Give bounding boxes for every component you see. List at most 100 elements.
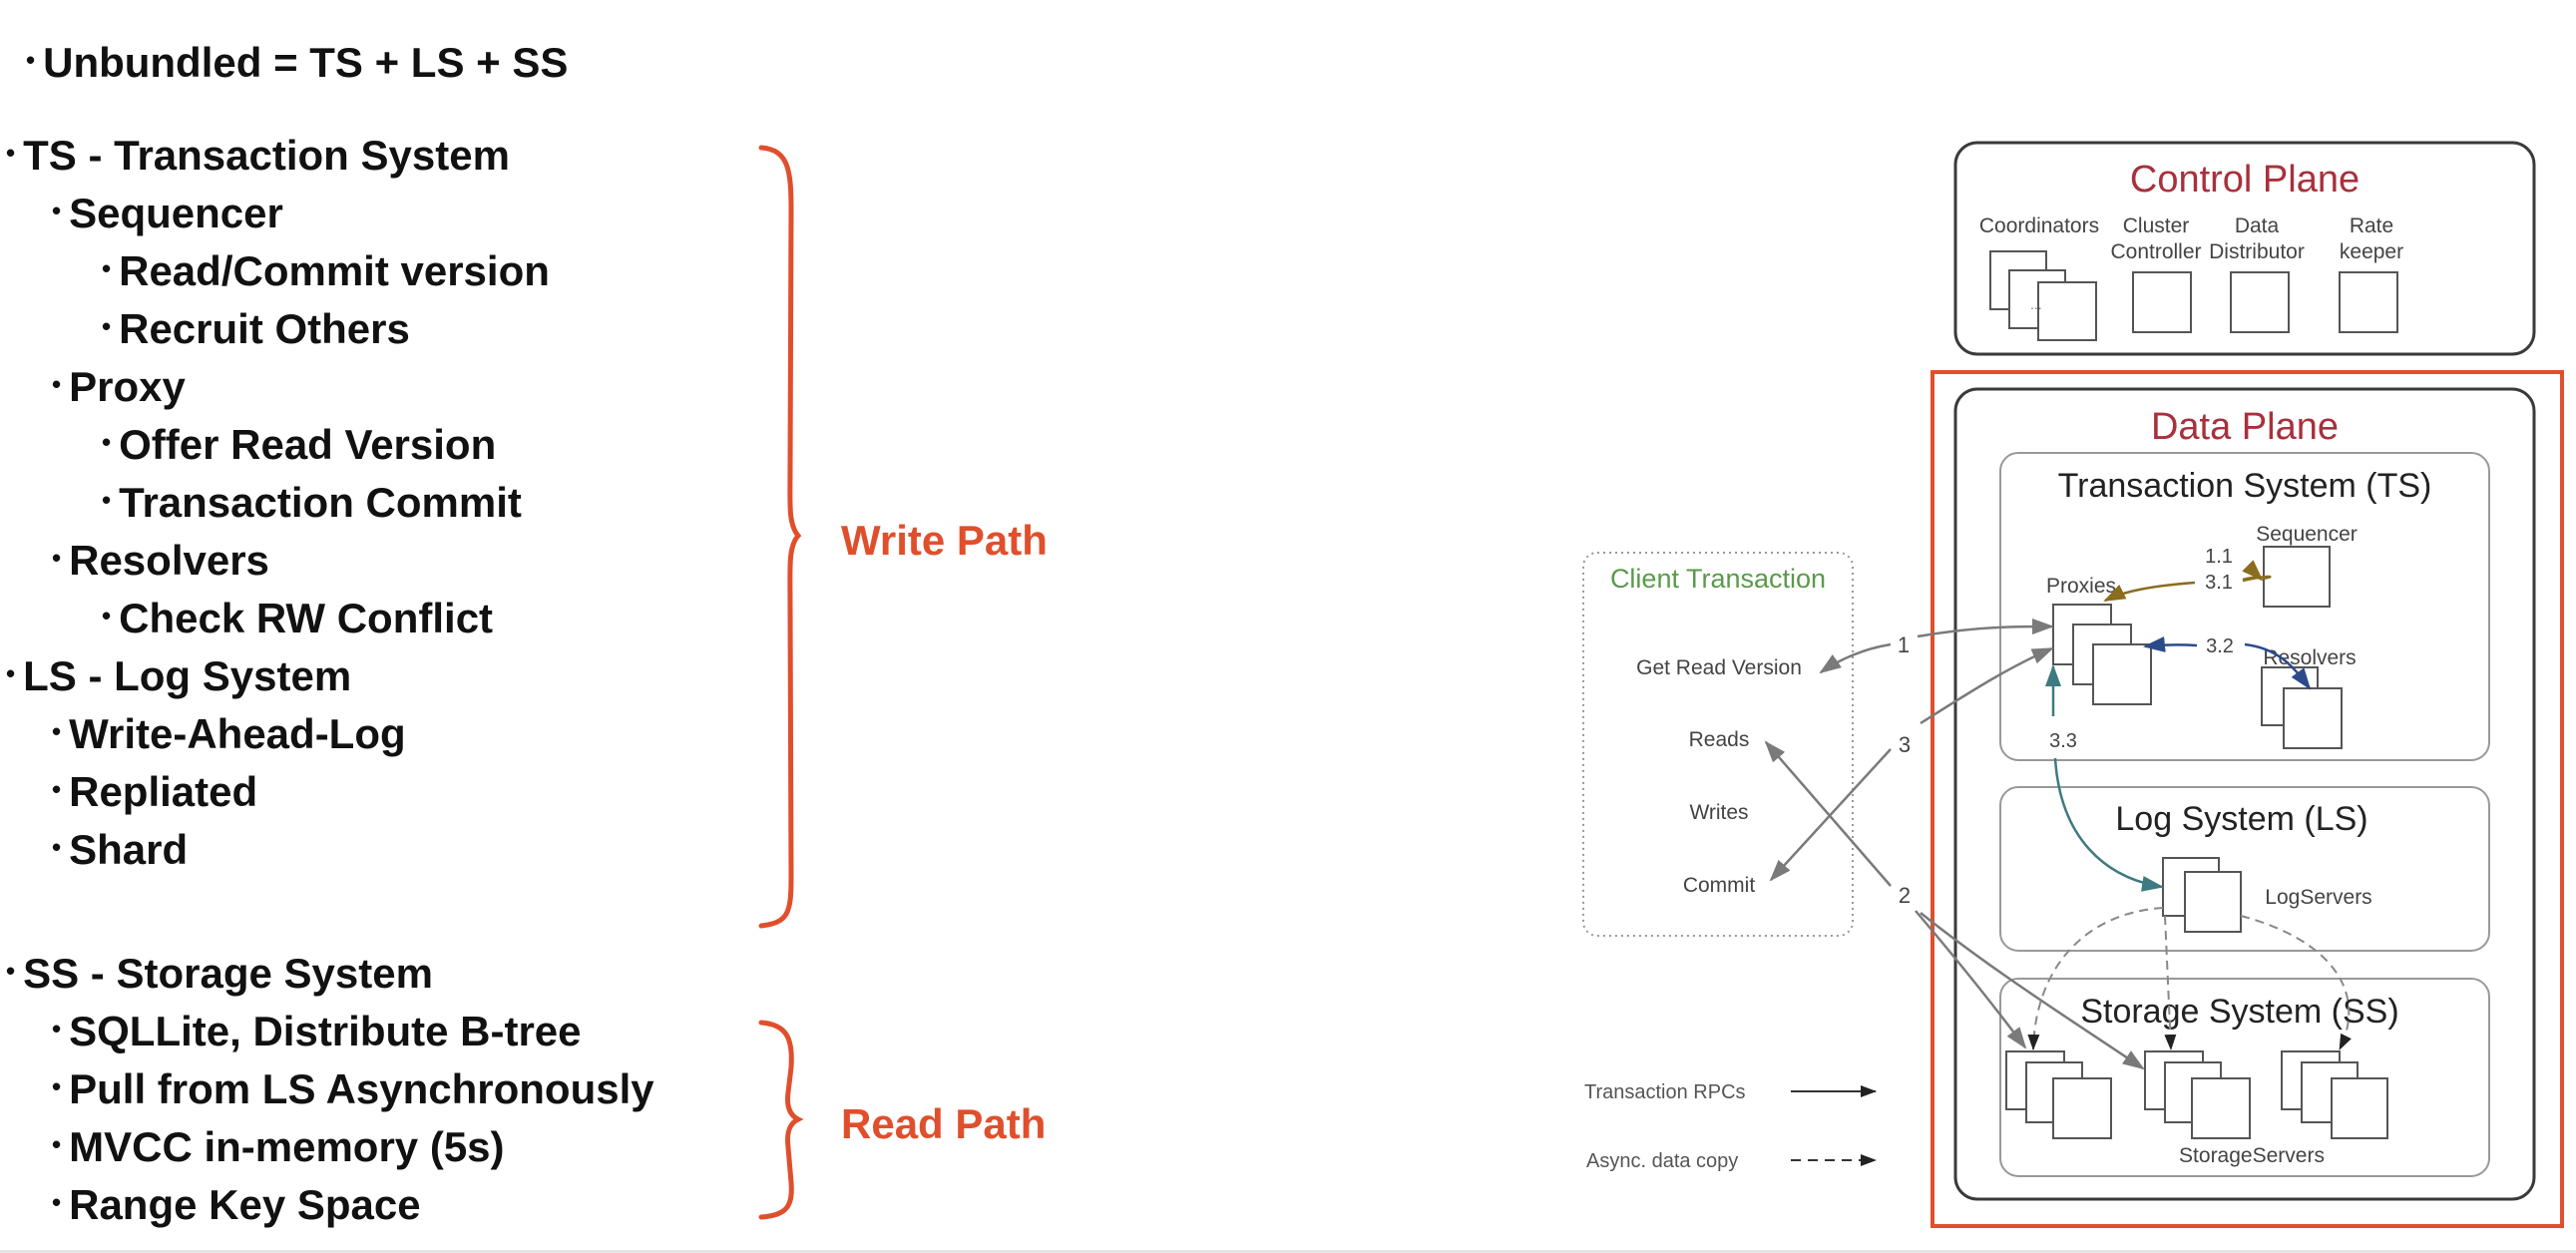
write-path-brace	[758, 145, 802, 929]
data-plane: Data Plane Transaction System (TS) Proxi…	[1953, 387, 2536, 1201]
control-plane: Control Plane Coordinators Cluster Contr…	[1953, 141, 2536, 356]
bullet-icon: •	[6, 658, 16, 688]
resolvers-stack	[2261, 666, 2343, 749]
log-servers-stack	[2162, 857, 2242, 933]
bullet-icon: •	[52, 543, 62, 573]
outline-item: •Proxy	[52, 366, 186, 408]
outline-text: SQLLite, Distribute B-tree	[69, 1008, 582, 1054]
data-distributor-node	[2230, 271, 2290, 333]
step-reads: Reads	[1689, 728, 1750, 751]
outline-item: •SQLLite, Distribute B-tree	[52, 1011, 582, 1052]
outline-text: TS - Transaction System	[23, 132, 510, 179]
bullet-icon: •	[102, 311, 112, 341]
bullet-icon: •	[26, 45, 36, 75]
arrow-3-to-commit	[1769, 748, 1892, 882]
outline-item: •Recruit Others	[102, 308, 410, 350]
log-servers-label: LogServers	[2265, 886, 2371, 909]
data-plane-highlight	[1931, 370, 2564, 1228]
outline-text: Proxy	[69, 363, 186, 410]
bullet-icon: •	[102, 253, 112, 283]
storage-servers-stack-3	[2281, 1050, 2388, 1139]
coordinators-stack	[1989, 250, 2097, 341]
storage-servers-stack-2	[2144, 1050, 2251, 1139]
log-system-box	[1999, 786, 2490, 952]
bullet-icon: •	[52, 1187, 62, 1217]
storage-servers-label: StorageServers	[2179, 1144, 2325, 1167]
step-3-label: 3	[1899, 732, 1911, 757]
data-plane-title: Data Plane	[2151, 406, 2339, 448]
step-3-2-label: 3.2	[2206, 635, 2234, 657]
step-2-label: 2	[1899, 883, 1911, 908]
ratekeeper-label-2: keeper	[2340, 240, 2403, 263]
async-copy-ss2	[2164, 915, 2177, 1050]
log-system-title: Log System (LS)	[2115, 800, 2367, 838]
bullet-icon: •	[52, 369, 62, 399]
outline-item: •Transaction Commit	[102, 482, 522, 524]
ratekeeper-label-1: Rate	[2350, 214, 2393, 237]
bullet-icon: •	[52, 774, 62, 804]
coordinators-ellipsis: ...	[2030, 296, 2042, 312]
outline-item: •MVCC in-memory (5s)	[52, 1126, 505, 1168]
data-distributor-label-2: Distributor	[2209, 240, 2305, 263]
arrow-3-2-to-proxies	[2143, 636, 2198, 652]
control-plane-title: Control Plane	[2130, 159, 2360, 201]
outline-item: •Check RW Conflict	[102, 598, 493, 639]
arrow-3-1-to-proxies	[2103, 581, 2196, 603]
sequencer-node	[2263, 546, 2331, 608]
bullet-icon: •	[102, 601, 112, 630]
bullet-icon: •	[6, 956, 16, 986]
bullet-icon: •	[52, 716, 62, 746]
read-path-label: Read Path	[841, 1100, 1047, 1147]
coordinators-label: Coordinators	[1979, 214, 2099, 237]
outline-text: Shard	[69, 826, 189, 873]
step-3-1-label: 3.1	[2205, 572, 2233, 594]
arrow-1-1-to-sequencer	[2242, 560, 2264, 582]
write-path-label: Write Path	[841, 517, 1048, 564]
async-copy-ss1	[2027, 907, 2164, 1050]
storage-servers-stack-1	[2005, 1050, 2112, 1139]
bullet-icon: •	[52, 832, 62, 862]
arrow-2-to-ss1	[1915, 910, 2027, 1049]
outline-item: •SS - Storage System	[6, 953, 433, 995]
cluster-controller-label-2: Controller	[2110, 240, 2201, 263]
arrow-2-to-ss2	[1920, 912, 2145, 1070]
arrow-1-to-proxies	[1917, 619, 2054, 638]
sequencer-label: Sequencer	[2256, 523, 2358, 546]
outline-item: •Read/Commit version	[102, 250, 550, 292]
outline-item: •Range Key Space	[52, 1184, 421, 1226]
bullet-icon: •	[102, 427, 112, 457]
ratekeeper-node	[2339, 271, 2398, 333]
outline-text: Offer Read Version	[119, 421, 497, 468]
outline-text: Sequencer	[69, 190, 283, 236]
step-3-3-label: 3.3	[2049, 730, 2077, 752]
outline-text: Read/Commit version	[119, 247, 550, 294]
data-distributor-label-1: Data	[2235, 214, 2280, 237]
bullet-icon: •	[52, 196, 62, 225]
outline-item: •TS - Transaction System	[6, 135, 510, 177]
cluster-controller-label-1: Cluster	[2123, 214, 2190, 237]
outline-item: •Repliated	[52, 771, 257, 813]
arrow-1-to-grv	[1819, 642, 1892, 674]
bottom-divider	[0, 1250, 2576, 1253]
bullet-icon: •	[102, 485, 112, 515]
outline-text: Transaction Commit	[119, 479, 522, 526]
resolvers-label: Resolvers	[2263, 646, 2356, 669]
client-transaction: Client Transaction Get Read Version Read…	[1582, 552, 1911, 937]
step-1-1-label: 1.1	[2205, 546, 2233, 568]
arrow-3-to-proxies	[1920, 646, 2054, 725]
outline-item: •Pull from LS Asynchronously	[52, 1068, 654, 1110]
outline-text: Range Key Space	[69, 1181, 421, 1228]
legend: Transaction RPCs Async. data copy	[1584, 1081, 1877, 1172]
outline-item: •Write-Ahead-Log	[52, 713, 406, 755]
step-1-label: 1	[1898, 632, 1910, 657]
outline-item: •LS - Log System	[6, 655, 351, 697]
storage-system-title: Storage System (SS)	[2080, 993, 2398, 1031]
legend-async-label: Async. data copy	[1586, 1150, 1738, 1172]
outline-text: Resolvers	[69, 537, 269, 584]
legend-rpc-label: Transaction RPCs	[1584, 1081, 1746, 1103]
bullet-icon: •	[52, 1129, 62, 1159]
proxies-label: Proxies	[2046, 575, 2116, 598]
outline-text: Check RW Conflict	[119, 595, 494, 641]
arrow-3-2-to-resolvers	[2244, 642, 2312, 690]
